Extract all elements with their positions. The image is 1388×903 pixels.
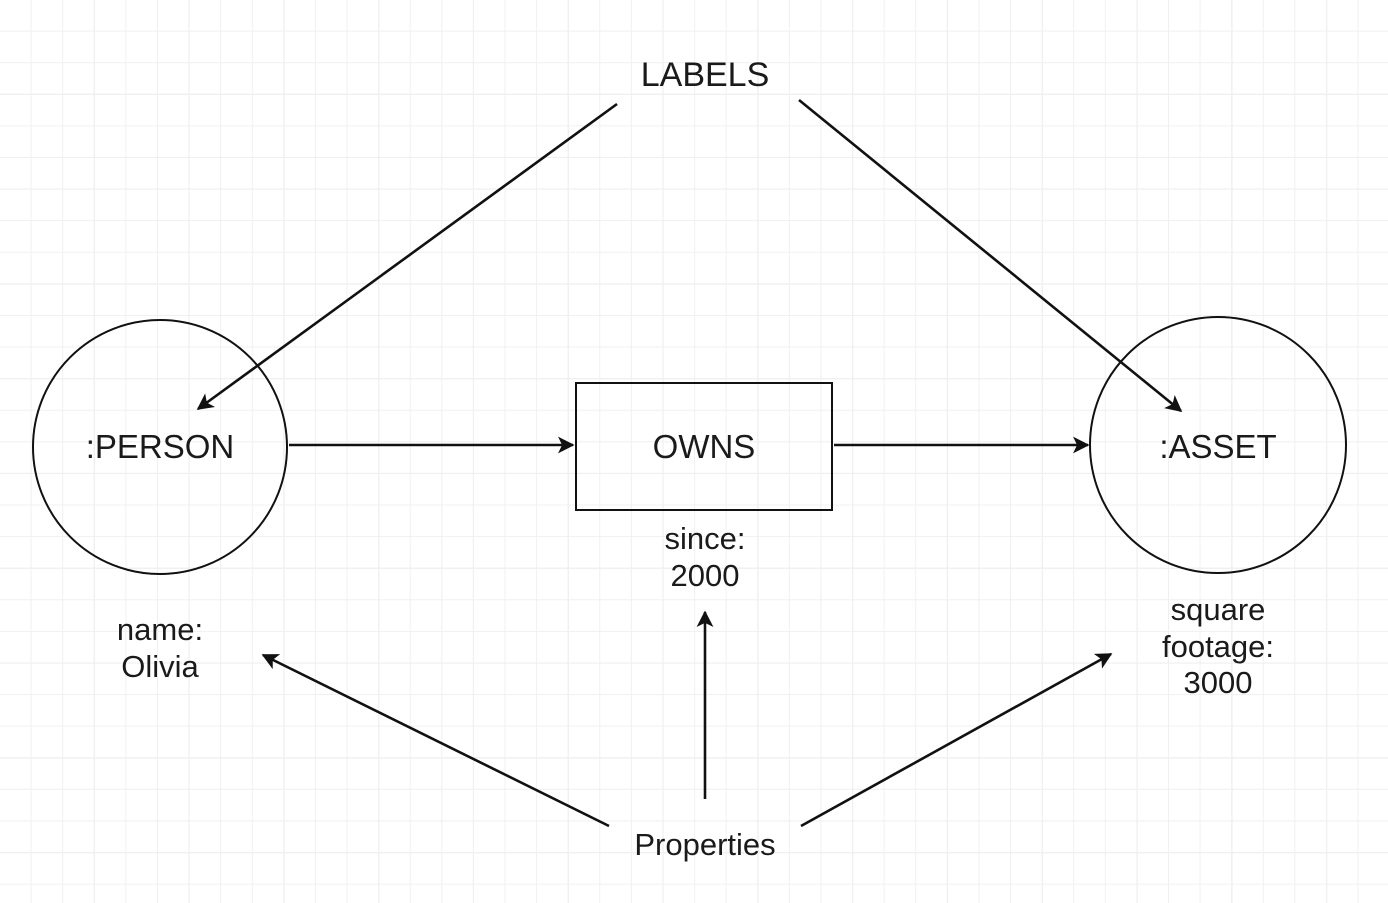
node-person-circle[interactable] xyxy=(32,319,288,575)
node-asset-label: :ASSET xyxy=(1159,428,1277,465)
node-owns-rect[interactable] xyxy=(575,382,833,511)
node-asset-properties-text: square footage: 3000 xyxy=(1161,592,1275,701)
node-owns-label: OWNS xyxy=(652,428,756,465)
annotation-edge-labels-to-person xyxy=(196,102,618,411)
node-asset-circle[interactable] xyxy=(1089,316,1347,574)
node-person-properties-text: name: Olivia xyxy=(116,612,204,684)
annotation-edge-properties-to-person-props xyxy=(261,653,610,828)
node-owns-properties-text: since: 2000 xyxy=(664,521,746,593)
properties-annotation: Properties xyxy=(634,827,776,862)
node-person-label: :PERSON xyxy=(85,428,235,465)
annotation-edge-properties-to-asset-props xyxy=(800,652,1113,828)
labels-annotation: LABELS xyxy=(640,56,770,94)
